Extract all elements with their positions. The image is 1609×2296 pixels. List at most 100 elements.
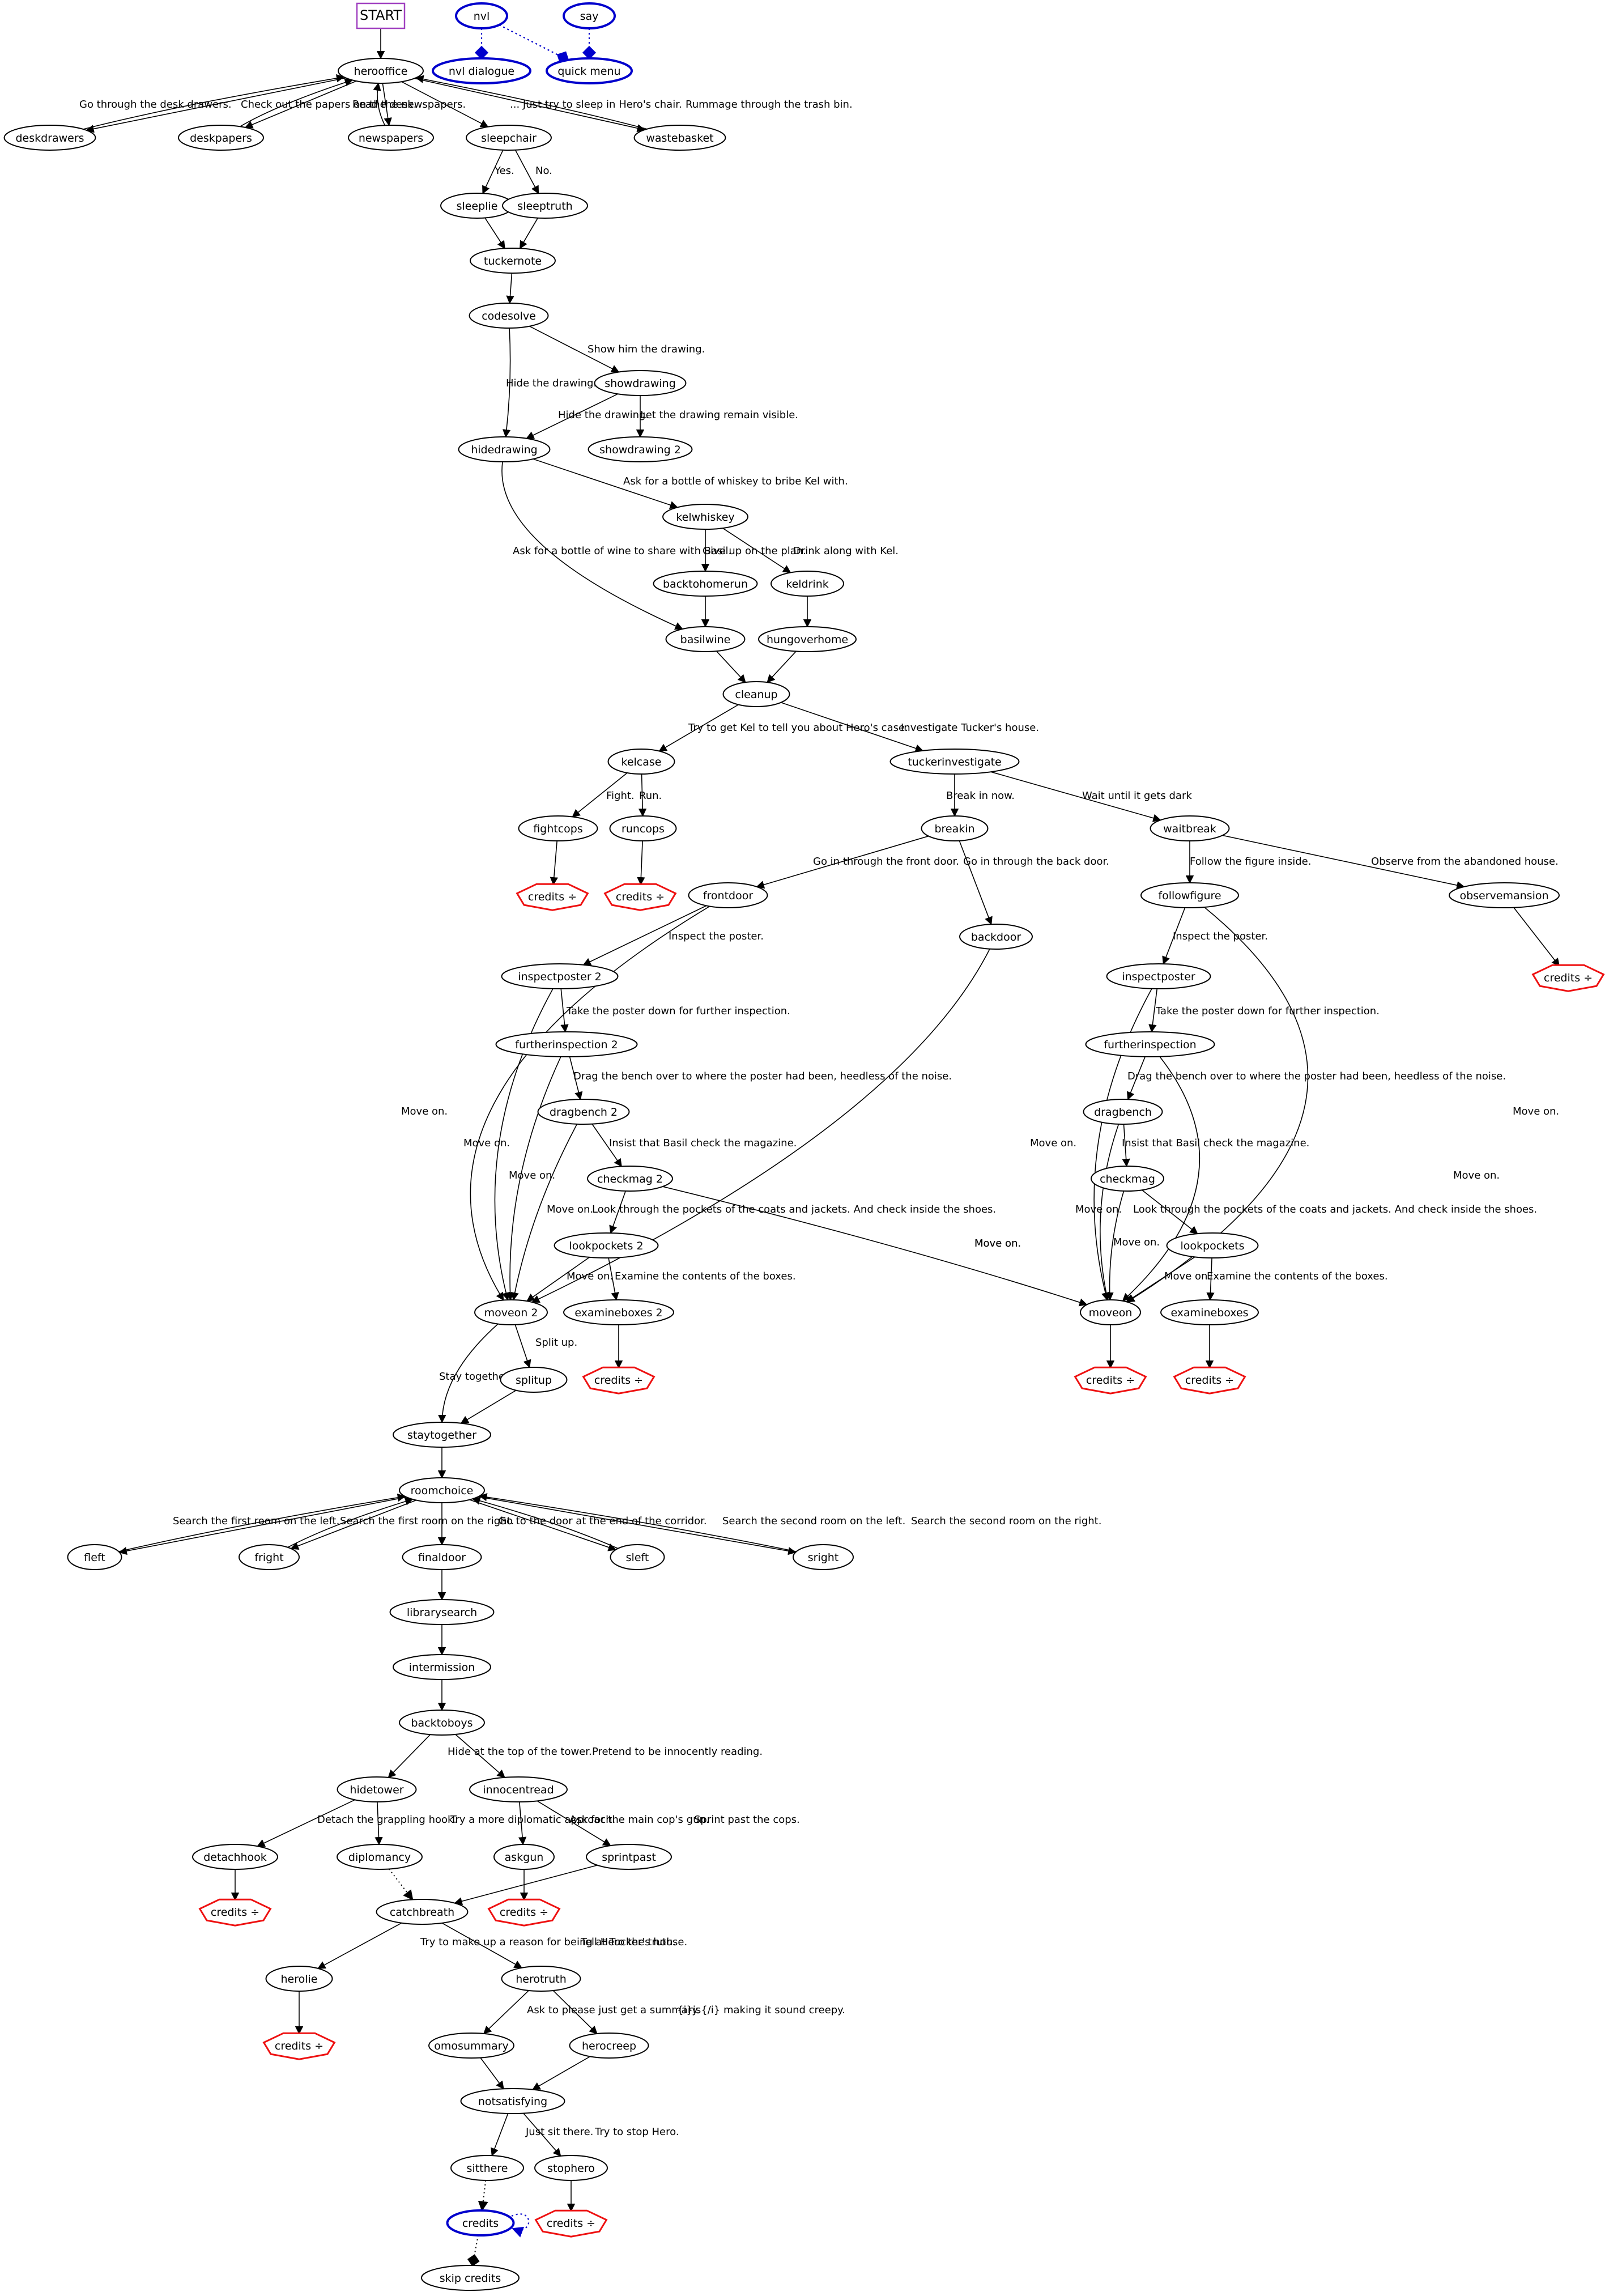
edge-label: Try to make up a reason for being at Tuc… [420, 1936, 687, 1948]
edge-fleft-to-roomchoice [118, 1493, 406, 1552]
node-shape [432, 57, 531, 84]
node-label: omosummary [434, 2040, 508, 2052]
edge-label: Go in through the back door. [963, 856, 1109, 868]
node-label: herooffice [354, 65, 408, 78]
node-shape [609, 815, 677, 841]
node-label: finaldoor [418, 1551, 466, 1564]
node-staytogether: staytogether [393, 1422, 491, 1448]
edge-kelwhiskey-to-keldrink [722, 528, 791, 573]
node-shape [1106, 963, 1211, 989]
node-label: fleft [84, 1551, 105, 1564]
node-label: sright [808, 1551, 839, 1564]
edge-herooffice-to-sleepchair [401, 81, 489, 127]
node-shape [393, 1422, 491, 1448]
edge-tuckernote-to-codesolve [506, 273, 514, 304]
node-label: waitbreak [1163, 823, 1216, 835]
node-shape [582, 1366, 655, 1394]
node-shape [758, 626, 857, 652]
node-shape [688, 882, 768, 908]
edge-furtherinspection-to-dragbench [1126, 1056, 1146, 1100]
node-shape [1150, 815, 1230, 841]
edge-frontdoor-to-inspectposter2 [582, 905, 707, 966]
node-label: herocreep [582, 2040, 636, 2052]
edge-lookpockets2-to-examineboxes2 [608, 1257, 619, 1301]
node-label: sleeplie [457, 200, 498, 212]
edge-herocreep-to-notsatisfying [531, 2056, 590, 2090]
node-shape [469, 303, 549, 329]
edge-wastebasket-to-herooffice [415, 75, 648, 130]
node-shape [534, 2155, 608, 2181]
node-label: roomchoice [411, 1485, 474, 1497]
node-label: backtohomerun [663, 578, 748, 590]
node-shape [537, 1099, 630, 1125]
edge-credits-to-skipcredits [467, 2235, 480, 2267]
edge-hidetower-to-diplomancy [374, 1801, 383, 1846]
node-label: diplomancy [348, 1851, 411, 1864]
node-followfigure: followfigure [1140, 882, 1239, 908]
node-label: frontdoor [703, 890, 754, 902]
node-shape [466, 125, 552, 151]
node-sprintpast: sprintpast [586, 1844, 672, 1870]
node-tuckerinvestigate: tuckerinvestigate [889, 749, 1020, 775]
edge-innocentread-to-sprintpast [537, 1800, 611, 1846]
node-credits_ex2: credits ÷ [582, 1366, 655, 1394]
node-skipcredits: skip credits [421, 2265, 520, 2291]
edge-breakin-to-backdoor [959, 840, 993, 925]
node-label: hidedrawing [471, 444, 538, 456]
node-kelcase: kelcase [607, 749, 675, 775]
edge-label: Hide at the top of the tower. [448, 1746, 592, 1758]
node-shape [959, 924, 1033, 950]
edge-label: Move on. [463, 1137, 510, 1149]
node-checkmag: checkmag [1091, 1166, 1164, 1192]
node-backtoboys: backtoboys [399, 1710, 485, 1736]
edge-codesolve-to-showdrawing [529, 326, 620, 373]
node-label: librarysearch [407, 1606, 477, 1619]
node-shape [1085, 1031, 1215, 1057]
node-label: credits ÷ [1086, 1374, 1135, 1387]
node-label: keldrink [786, 578, 829, 590]
node-shape [588, 436, 693, 462]
node-newspapers: newspapers [348, 125, 434, 151]
node-label: notsatisfying [478, 2095, 547, 2108]
edge-hidetower-to-detachhook [257, 1799, 355, 1847]
node-showdrawing2: showdrawing 2 [588, 436, 693, 462]
edge-furtherinspection2-to-dragbench2 [569, 1056, 583, 1100]
node-label: quick menu [557, 65, 620, 78]
node-kelwhiskey: kelwhiskey [662, 504, 748, 530]
node-label: basilwine [680, 633, 731, 646]
edge-label: Search the second room on the right. [911, 1515, 1101, 1527]
edge-fightcops-to-credits_fight [550, 840, 559, 886]
node-label: START [360, 7, 402, 23]
node-shape [771, 571, 844, 597]
edge-label: Take the poster down for further inspect… [566, 1005, 790, 1017]
node-sright: sright [793, 1544, 854, 1570]
edge-label: Investigate Tucker's house. [901, 722, 1039, 734]
node-backdoor: backdoor [959, 924, 1033, 950]
node-stophero: stophero [534, 2155, 608, 2181]
edge-sitthere-to-credits [478, 2180, 488, 2212]
edge-label: Detach the grappling hook. [317, 1814, 457, 1826]
edge-label: Take the poster down for further inspect… [1155, 1005, 1380, 1017]
edge-lookpockets2-to-moveon2 [526, 1257, 590, 1302]
node-shape [178, 125, 264, 151]
edge-codesolve-to-hidedrawing [502, 328, 511, 438]
edge-label: No. [535, 165, 552, 177]
node-sleeplie: sleeplie [440, 193, 514, 219]
node-shape [501, 1966, 581, 1992]
node-label: say [580, 10, 599, 23]
node-label: inspectposter 2 [518, 971, 602, 983]
node-shape [610, 1544, 665, 1570]
node-shape [793, 1544, 854, 1570]
node-shape [337, 1844, 423, 1870]
node-label: runcops [622, 823, 665, 835]
node-label: lookpockets 2 [569, 1240, 643, 1252]
edge-moveon2-to-staytogether [438, 1323, 499, 1423]
node-shape [889, 749, 1020, 775]
node-shape [495, 1031, 638, 1057]
edge-label: Move on. [974, 1238, 1021, 1249]
node-examineboxes2: examineboxes 2 [563, 1299, 674, 1325]
node-shape [446, 2209, 515, 2237]
edges [83, 24, 1560, 2267]
edge-nvl-to-quickmenu [499, 24, 569, 64]
edge-newspapers-to-herooffice [373, 82, 386, 126]
